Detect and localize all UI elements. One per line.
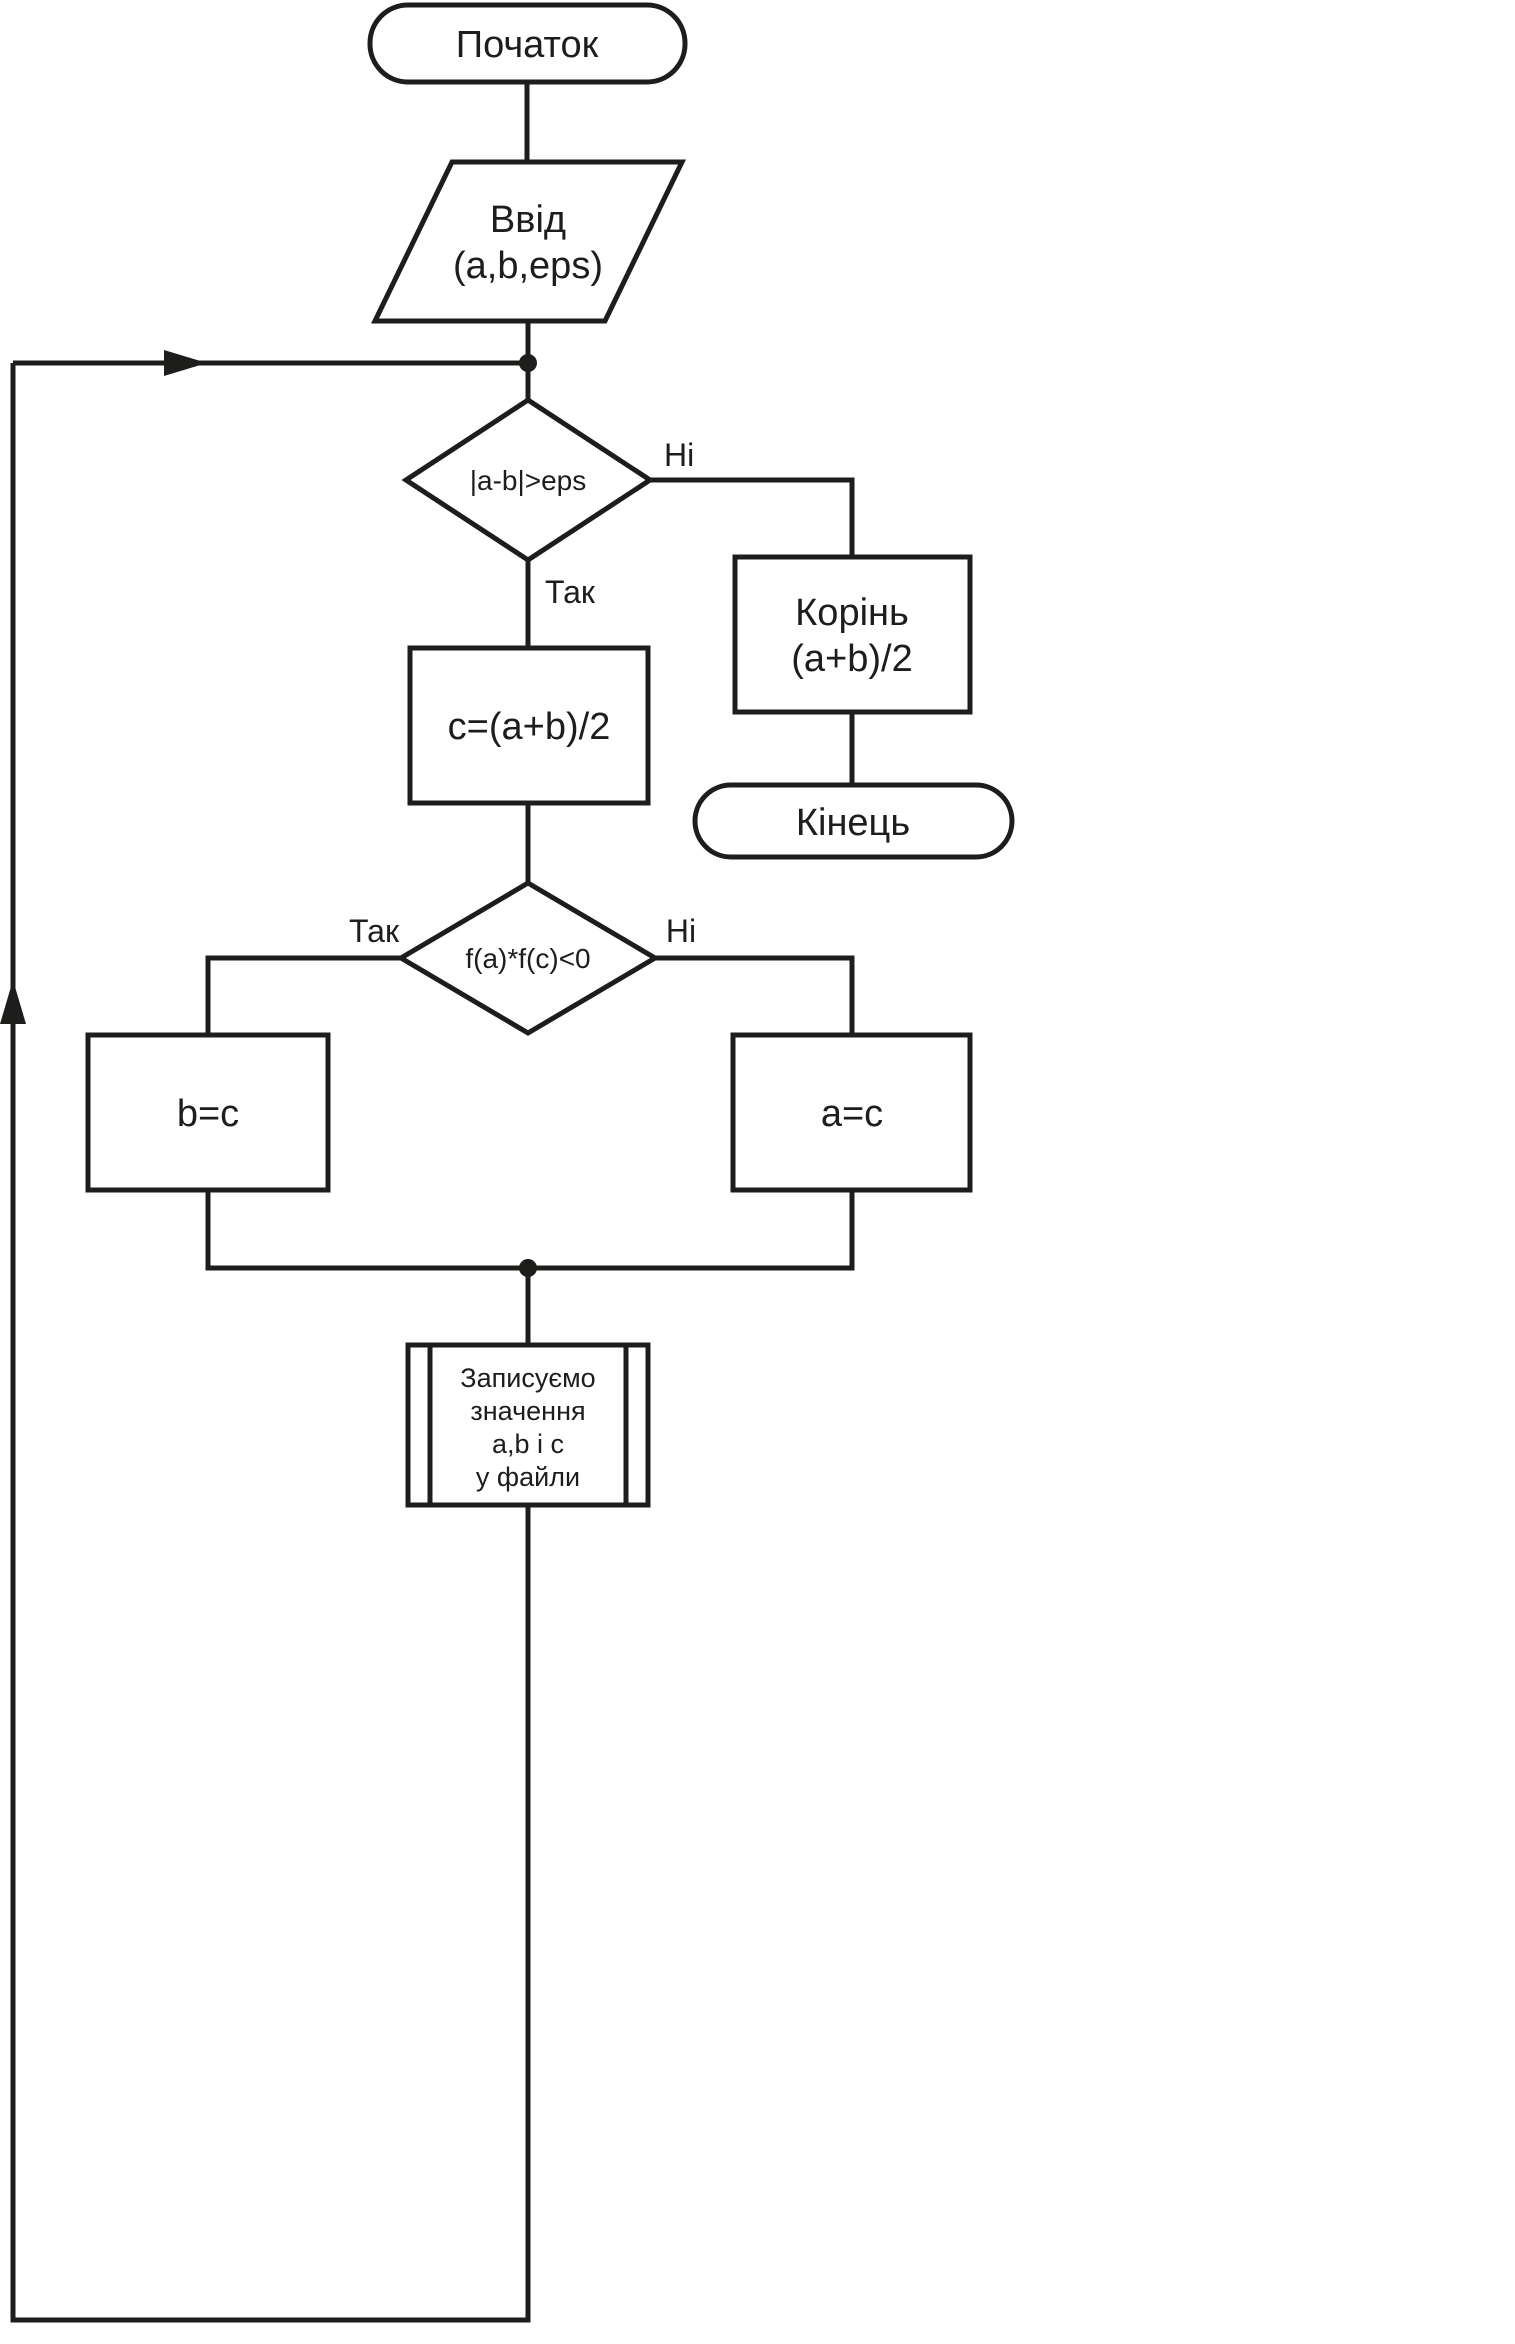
arrowhead-up-icon xyxy=(0,980,26,1024)
input-label-line2: (a,b,eps) xyxy=(453,245,603,287)
edge-decision2-no xyxy=(655,955,855,1035)
end-terminal xyxy=(692,782,1015,860)
decision1-no-label: Ні xyxy=(664,437,694,473)
process-c-label: c=(a+b)/2 xyxy=(448,706,611,748)
process-a-label: a=c xyxy=(821,1093,883,1135)
input-label-line1: Ввід xyxy=(490,199,566,241)
process-a-assign xyxy=(730,1032,973,1193)
edge-decision1-no xyxy=(650,477,855,557)
decision1-yes-label: Так xyxy=(545,574,596,610)
end-label: Кінець xyxy=(796,802,910,844)
arrowhead-right-icon xyxy=(164,350,207,376)
junction-dot-top xyxy=(519,354,537,372)
process-b-assign xyxy=(85,1032,331,1193)
decision2-no-label: Ні xyxy=(666,913,696,949)
process-root-line1: Корінь xyxy=(795,592,909,634)
decision2-yes-label: Так xyxy=(349,913,400,949)
decision-sign xyxy=(396,880,660,1036)
input-parallelogram xyxy=(371,159,686,324)
edge-loop-back xyxy=(10,363,531,2323)
process-b-label: b=c xyxy=(177,1093,239,1135)
write-file-line3: a,b і c xyxy=(492,1429,564,1459)
start-label: Початок xyxy=(456,24,599,66)
process-root xyxy=(732,554,973,715)
process-root-line2: (a+b)/2 xyxy=(791,638,912,680)
write-file-process xyxy=(405,1342,651,1508)
decision-abs-diff xyxy=(401,397,655,563)
decision-sign-label: f(a)*f(c)<0 xyxy=(465,943,590,974)
edge-b-to-merge xyxy=(205,1190,528,1271)
start-terminal xyxy=(367,2,688,85)
write-file-line4: у файли xyxy=(476,1462,580,1492)
write-file-line2: значення xyxy=(470,1396,585,1426)
process-c-assign xyxy=(407,645,651,806)
edge-a-to-merge xyxy=(528,1190,855,1271)
junction-dot-merge xyxy=(519,1259,537,1277)
decision-abs-diff-label: |a-b|>eps xyxy=(470,465,587,496)
edge-decision2-yes xyxy=(205,955,401,1035)
write-file-line1: Записуємо xyxy=(460,1363,595,1393)
